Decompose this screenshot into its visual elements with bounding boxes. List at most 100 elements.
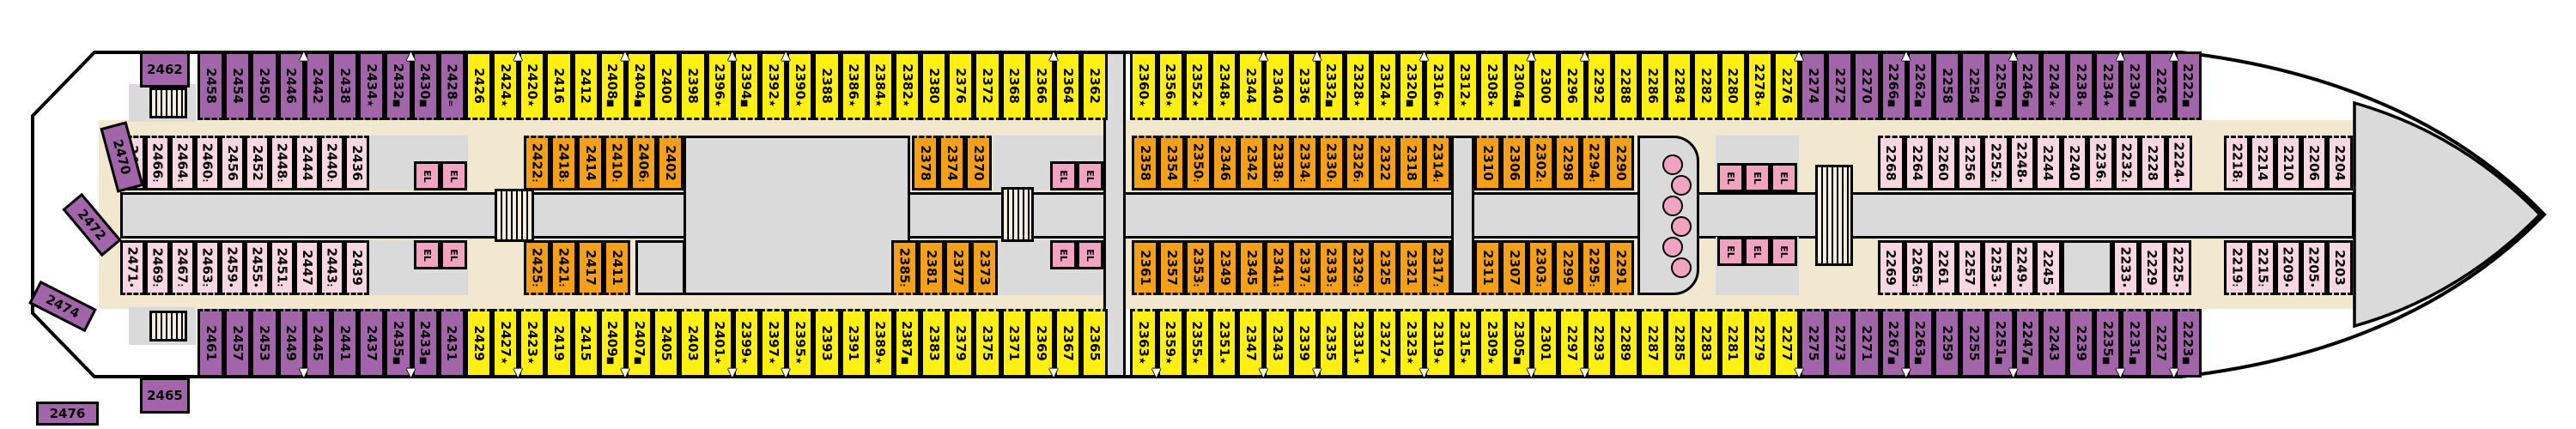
cabin-2466[interactable]: 2466: <box>145 136 170 190</box>
cabin-2333[interactable]: 2333: <box>1318 240 1345 295</box>
cabin-2341[interactable]: 2341: <box>1265 240 1291 295</box>
cabin-2454[interactable]: 2454 <box>224 51 252 120</box>
cabin-2419[interactable]: 2419 <box>545 309 573 378</box>
cabin-2329[interactable]: 2329: <box>1345 240 1371 295</box>
cabin-2398[interactable]: 2398 <box>679 51 707 120</box>
cabin-2304[interactable]: 2304■▲ <box>1505 51 1535 120</box>
cabin-2276[interactable]: 2276▲ <box>1772 51 1803 120</box>
cabin-2246[interactable]: 2246■ <box>2014 51 2041 120</box>
cabin-2401[interactable]: 2401★▼ <box>706 309 737 378</box>
cabin-2363[interactable]: 2363★▼ <box>1130 309 1161 378</box>
cabin-2411[interactable]: 2411 <box>604 240 630 295</box>
cabin-2350[interactable]: 2350: <box>1185 136 1212 190</box>
cabin-2230[interactable]: 2230■ <box>2121 51 2148 120</box>
cabin-2253[interactable]: 2253• <box>1983 240 2009 295</box>
cabin-2298[interactable]: 2298 <box>1554 136 1581 190</box>
cabin-2372[interactable]: 2372 <box>974 51 1001 120</box>
cabin-2307[interactable]: 2307 <box>1501 240 1528 295</box>
cabin-2259[interactable]: 2259 <box>1934 309 1961 378</box>
cabin-2378[interactable]: 2378 <box>912 136 939 190</box>
cabin-2255[interactable]: 2255 <box>1960 309 1988 378</box>
cabin-2287[interactable]: 2287 <box>1638 309 1667 378</box>
cabin-2393[interactable]: 2393 <box>813 309 841 378</box>
cabin-2317[interactable]: 2317: <box>1425 240 1451 295</box>
cabin-2260[interactable]: 2260 <box>1930 136 1957 190</box>
cabin-2322[interactable]: 2322 <box>1371 136 1398 190</box>
cabin-2270[interactable]: 2270 <box>1853 51 1880 120</box>
cabin-2283[interactable]: 2283 <box>1692 309 1720 378</box>
cabin-2402[interactable]: 2402 <box>657 136 683 190</box>
cabin-2358[interactable]: 2358 <box>1132 136 1158 190</box>
cabin-2294[interactable]: 2294: <box>1581 136 1607 190</box>
cabin-2281[interactable]: 2281 <box>1719 309 1747 378</box>
cabin-2348[interactable]: 2348★ <box>1210 51 1238 120</box>
cabin-2339[interactable]: 2339▼ <box>1291 309 1321 378</box>
cabin-2306[interactable]: 2306 <box>1501 136 1528 190</box>
cabin-2369[interactable]: 2369▼ <box>1027 309 1058 378</box>
cabin-2243[interactable]: 2243 <box>2040 309 2068 378</box>
cabin-2403[interactable]: 2403 <box>679 309 707 378</box>
cabin-2443[interactable]: 2443: <box>319 240 344 295</box>
cabin-2309[interactable]: 2309★ <box>1478 309 1505 378</box>
cabin-2373[interactable]: 2373 <box>971 240 998 295</box>
cabin-2425[interactable]: 2425: <box>524 240 550 295</box>
cabin-2385[interactable]: 2385: <box>891 240 918 295</box>
cabin-2251[interactable]: 2251■▼ <box>1987 309 2018 378</box>
cabin-2236[interactable]: 2236: <box>2087 136 2114 190</box>
cabin-2319[interactable]: 2319★ <box>1425 309 1452 378</box>
cabin-2414[interactable]: 2414 <box>577 136 604 190</box>
cabin-2250[interactable]: 2250■▲ <box>1987 51 2018 120</box>
cabin-2462[interactable]: 2462 <box>140 51 190 88</box>
cabin-2258[interactable]: 2258 <box>1934 51 1961 120</box>
cabin-2254[interactable]: 2254 <box>1960 51 1988 120</box>
cabin-2437[interactable]: 2437 <box>358 309 386 378</box>
cabin-2467[interactable]: 2467: <box>170 240 195 295</box>
cabin-2261[interactable]: 2261 <box>1930 240 1957 295</box>
cabin-2407[interactable]: 2407■ <box>626 309 653 378</box>
cabin-2249[interactable]: 2249• <box>2008 240 2035 295</box>
cabin-2415[interactable]: 2415 <box>572 309 599 378</box>
cabin-2233[interactable]: 2233• <box>2112 240 2139 295</box>
cabin-2271[interactable]: 2271 <box>1853 309 1880 378</box>
cabin-2263[interactable]: 2263■ <box>1906 309 1934 378</box>
cabin-2405[interactable]: 2405 <box>653 309 680 378</box>
cabin-2352[interactable]: 2352★ <box>1183 51 1211 120</box>
cabin-2214[interactable]: 2214 <box>2250 136 2275 190</box>
cabin-2280[interactable]: 2280 <box>1719 51 1747 120</box>
cabin-2432[interactable]: 2432■▲ <box>385 51 416 120</box>
cabin-2209[interactable]: 2209• <box>2275 240 2301 295</box>
cabin-2234[interactable]: 2234★▲ <box>2094 51 2124 120</box>
cabin-2356[interactable]: 2356★ <box>1157 51 1184 120</box>
cabin-2435[interactable]: 2435■▼ <box>385 309 416 378</box>
cabin-2397[interactable]: 2397★▼ <box>759 309 790 378</box>
cabin-2453[interactable]: 2453 <box>251 309 278 378</box>
cabin-2465[interactable]: 2465 <box>140 378 190 414</box>
cabin-2346[interactable]: 2346 <box>1212 136 1238 190</box>
cabin-2434[interactable]: 2434★ <box>358 51 386 120</box>
cabin-2343[interactable]: 2343 <box>1264 309 1291 378</box>
cabin-2390[interactable]: 2390★ <box>787 51 814 120</box>
cabin-2444[interactable]: 2444 <box>295 136 319 190</box>
cabin-2332[interactable]: 2332■ <box>1317 51 1345 120</box>
cabin-2275[interactable]: 2275 <box>1800 309 1827 378</box>
cabin-2400[interactable]: 2400 <box>653 51 680 120</box>
cabin-2381[interactable]: 2381 <box>918 240 945 295</box>
cabin-2364[interactable]: 2364 <box>1054 51 1082 120</box>
cabin-2384[interactable]: 2384★ <box>866 51 894 120</box>
cabin-2396[interactable]: 2396★▲ <box>706 51 737 120</box>
cabin-2456[interactable]: 2456 <box>220 136 245 190</box>
cabin-2225[interactable]: 2225• <box>2165 240 2191 295</box>
cabin-2410[interactable]: 2410: <box>604 136 630 190</box>
cabin-2377[interactable]: 2377 <box>945 240 971 295</box>
cabin-2328[interactable]: 2328★ <box>1344 51 1372 120</box>
cabin-2380[interactable]: 2380 <box>920 51 948 120</box>
cabin-2361[interactable]: 2361 <box>1132 240 1158 295</box>
cabin-2262[interactable]: 2262■ <box>1906 51 1934 120</box>
cabin-2391[interactable]: 2391 <box>840 309 867 378</box>
cabin-2316[interactable]: 2316★ <box>1425 51 1452 120</box>
cabin-2441[interactable]: 2441 <box>331 309 359 378</box>
cabin-2408[interactable]: 2408■▲ <box>598 51 629 120</box>
cabin-2362[interactable]: 2362 <box>1081 51 1109 120</box>
cabin-2218[interactable]: 2218: <box>2224 136 2250 190</box>
cabin-2311[interactable]: 2311 <box>1474 240 1501 295</box>
